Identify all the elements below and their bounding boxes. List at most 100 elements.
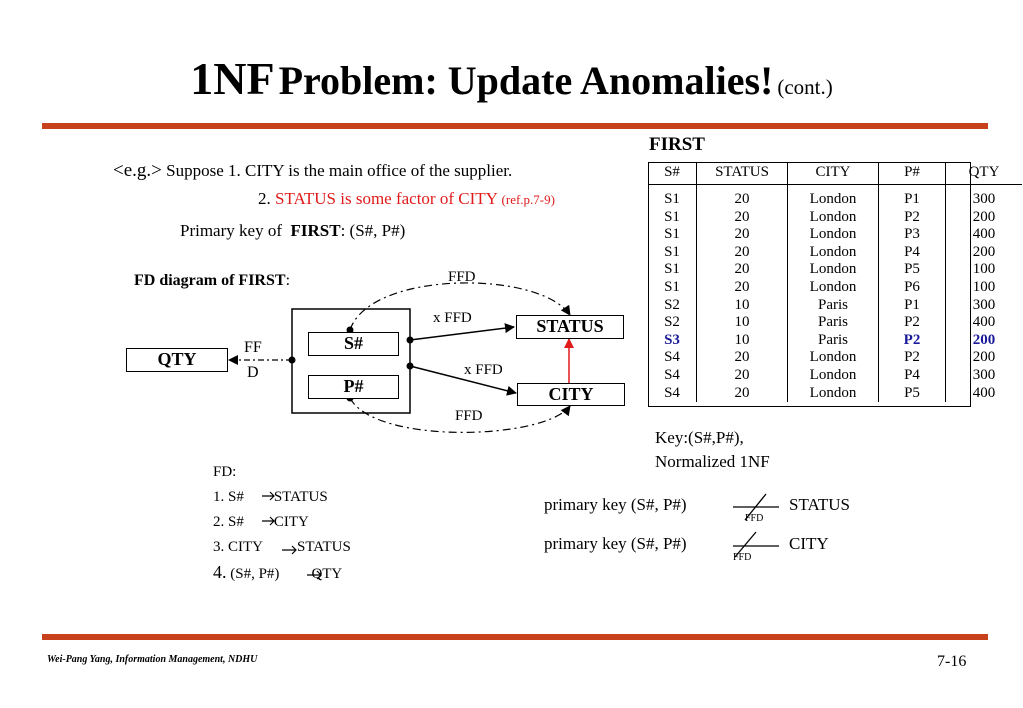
example-line-2: 2. STATUS is some factor of CITY (ref.p.…: [258, 189, 555, 209]
table-cell: P5: [878, 384, 946, 403]
example-line1-text: Suppose 1. CITY is the main office of th…: [166, 161, 513, 180]
table-cell: 200: [945, 208, 1022, 227]
table-cell: Paris: [787, 314, 879, 332]
fd1-rhs: STATUS: [273, 489, 328, 505]
fd-list-header: FD:: [213, 464, 237, 480]
table-cell: S1: [664, 278, 680, 295]
label-xffd-status: x FFD: [433, 310, 472, 326]
fd-item-3: 3. CITY STATUS: [213, 535, 351, 560]
fd2-arrow-icon: [262, 516, 275, 526]
fd-item-1: 1. S# STATUS: [213, 485, 351, 510]
bottom-rule: [42, 634, 988, 640]
table-cell: Paris: [787, 331, 879, 350]
table-cell: P2: [878, 208, 946, 227]
arrow-key-to-city: [409, 365, 517, 396]
table-cell: London: [787, 384, 879, 403]
fd4-rhs: QTY: [311, 566, 343, 582]
non-ffd-1-label: FFD: [745, 513, 764, 524]
label-ffd-bottom: FFD: [455, 408, 483, 424]
table-cell: 10: [696, 331, 788, 350]
table-cell: P3: [878, 226, 946, 244]
table-cell: P2: [878, 349, 946, 367]
node-city: CITY: [517, 383, 625, 406]
key-note: Key:(S#,P#), Normalized 1NF: [655, 426, 770, 474]
table-cell: 20: [696, 384, 788, 403]
table-cell: London: [787, 184, 879, 209]
table-cell: S1: [664, 261, 680, 278]
fd3-lhs: 3. CITY: [213, 539, 263, 555]
node-qty: QTY: [126, 348, 228, 372]
table-cell: S1: [664, 243, 680, 260]
table-cell: S1: [664, 191, 680, 207]
table-cell: 20: [696, 208, 788, 227]
table-cell: S1: [664, 226, 680, 243]
ffd-curve-top: [349, 282, 571, 331]
table-cell: P2: [878, 314, 946, 332]
table-cell: P6: [878, 278, 946, 297]
table-cell: London: [787, 278, 879, 297]
title-cont: (cont.): [777, 75, 833, 99]
fd3-rhs: STATUS: [297, 539, 351, 555]
label-d: D: [247, 364, 259, 381]
footer-page-number: 7-16: [937, 653, 967, 670]
table-cell: 400: [945, 384, 1022, 403]
dot-box-left: [288, 356, 296, 364]
table-cell: London: [787, 349, 879, 367]
fd2-lhs: 2. S#: [213, 514, 244, 530]
fd-diagram-title-bold: FD diagram of FIRST: [134, 272, 286, 289]
node-city-label: CITY: [548, 384, 594, 404]
fd1-arrow-icon: [262, 491, 275, 501]
ffd-curve-bottom: [349, 397, 571, 433]
key-note-line-1: Key:(S#,P#),: [655, 428, 744, 447]
node-p: P#: [308, 375, 399, 399]
arrow-key-to-status: [409, 323, 515, 341]
table-cell: 400: [945, 226, 1022, 244]
table-cell: S2: [664, 314, 680, 331]
table-cell: 100: [945, 278, 1022, 297]
table-cell: S1: [664, 208, 680, 225]
slide-title: 1NF Problem: Update Anomalies! (cont.): [0, 52, 1023, 105]
fd1-lhs: 1. S#: [213, 489, 244, 505]
table-cell: 200: [945, 349, 1022, 367]
primary-key-line: Primary key of FIRST: (S#, P#): [180, 221, 405, 241]
table-cell: 20: [696, 366, 788, 385]
node-p-label: P#: [343, 376, 364, 396]
pk-bold: FIRST: [290, 221, 341, 240]
table-cell: P1: [878, 296, 946, 315]
fd-item-4: 4. (S#, P#)QTY: [213, 560, 351, 587]
non-ffd-2-lhs: primary key (S#, P#): [544, 534, 687, 553]
table-col-header: QTY: [945, 162, 1022, 185]
label-ff: FF: [244, 339, 262, 356]
table-col-header: CITY: [787, 162, 879, 185]
table-cell: Paris: [787, 296, 879, 315]
node-status-label: STATUS: [536, 316, 604, 336]
example-line2-num: 2.: [258, 189, 271, 208]
table-name: FIRST: [649, 134, 705, 155]
fd4-lhs: (S#, P#): [230, 566, 280, 582]
table-cell: 20: [696, 184, 788, 209]
table-cell: 300: [945, 366, 1022, 385]
table-cell: 200: [945, 331, 1022, 350]
node-qty-label: QTY: [157, 349, 197, 369]
top-rule: [42, 123, 988, 129]
table-cell: P5: [878, 261, 946, 279]
example-prefix: <e.g.>: [113, 160, 162, 181]
title-main: Problem: Update Anomalies!: [278, 58, 774, 103]
table-cell: London: [787, 261, 879, 279]
node-s-label: S#: [343, 333, 363, 353]
table-cell: S3: [664, 331, 680, 348]
dot-box-right-bottom: [406, 362, 414, 370]
table-cell: 100: [945, 261, 1022, 279]
table-cell: 20: [696, 349, 788, 367]
table-cell: S4: [664, 349, 680, 366]
non-ffd-1-rhs: STATUS: [789, 495, 850, 514]
